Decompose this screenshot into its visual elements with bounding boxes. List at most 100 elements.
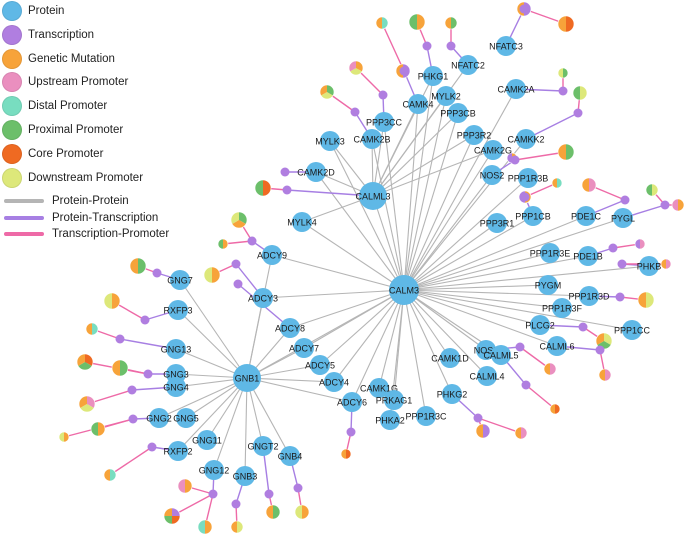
legend-label: Protein-Transcription (52, 212, 159, 224)
promoter-slice (178, 479, 185, 493)
legend-item-downstream-promoter: Downstream Promoter (0, 167, 143, 189)
protein-label: PPP1R3C (405, 412, 447, 422)
promoter-slice (580, 86, 587, 100)
promoter-outline (375, 16, 389, 30)
promoter-slice (198, 520, 205, 534)
protein-circle (359, 182, 387, 210)
transcription-node (147, 442, 157, 452)
promoter-slice (80, 404, 94, 412)
protein-circle (168, 300, 188, 320)
promoter-node (375, 16, 389, 30)
protein-circle (538, 275, 558, 295)
protein-circle (622, 320, 642, 340)
protein-circle (389, 275, 419, 305)
legend-item-genetic-mutation: Genetic Mutation (0, 48, 115, 70)
promoter-outline (78, 395, 96, 413)
promoter-outline (408, 13, 426, 31)
protein-label: ADCY8 (275, 324, 305, 334)
promoter-slice (78, 362, 92, 370)
promoter-slice (120, 360, 128, 376)
promoter-slice (451, 17, 457, 29)
protein-label: CAMK4 (402, 100, 433, 110)
protein-label: MYLK2 (431, 92, 461, 102)
promoter-outline (85, 322, 99, 336)
protein-node-adcy7: ADCY7 (289, 338, 319, 358)
promoter-slice (589, 178, 596, 192)
promoter-node (660, 258, 672, 270)
protein-node-camk1d: CAMK1D (431, 348, 469, 368)
protein-label: CAMK2D (297, 168, 335, 178)
transcription-node (578, 322, 588, 332)
protein-circle (552, 298, 572, 318)
protein-node-ppp1r3f: PPP1R3F (542, 298, 583, 318)
edge-GNB1-RXFP2 (177, 377, 248, 452)
legend-line (4, 199, 44, 203)
promoter-slice (558, 68, 563, 78)
transcription-node (620, 195, 630, 205)
transcription-node (422, 41, 432, 51)
promoter-node (76, 353, 94, 371)
transcription-node (378, 90, 388, 100)
promoter-slice (172, 516, 180, 524)
edge-CALM3-PDE1B (403, 255, 589, 291)
protein-node-calml4: CALML4 (469, 366, 505, 386)
edge-CALM3-PLCG2 (403, 289, 541, 326)
edge-CALM3-PDE1C (403, 215, 587, 291)
transcription-node (127, 385, 137, 395)
promoter-node (408, 13, 426, 31)
promoter-outline (230, 211, 248, 229)
legend-label: Transcription (28, 29, 95, 41)
protein-label: GNG7 (167, 276, 193, 286)
protein-label: GNB1 (235, 374, 260, 384)
promoter-node (294, 504, 310, 520)
protein-node-ppp3r2: PPP3R2 (457, 125, 492, 145)
legend-swatch (2, 25, 22, 45)
promoter-slice (59, 432, 64, 442)
promoter-slice (566, 144, 574, 160)
promoter-slice (223, 239, 228, 249)
promoter-outline (660, 258, 672, 270)
promoter-nodes (58, 1, 685, 535)
protein-circle (342, 392, 362, 412)
promoter-slice (263, 180, 271, 196)
edge-CALM3-MYLK2 (403, 95, 447, 291)
transcription-node (399, 66, 409, 76)
protein-circle (578, 246, 598, 266)
edge-CALM3-CAMK4 (403, 103, 419, 291)
edge-CALM3-ADCY3 (262, 289, 405, 299)
transcription-node (233, 279, 243, 289)
promoter-outline (637, 291, 655, 309)
promoter-node (254, 179, 272, 197)
promoter-node (197, 519, 213, 535)
protein-circle (170, 270, 190, 290)
edge-CALM3-PPP1R3B (403, 177, 529, 291)
promoter-outline (203, 266, 221, 284)
promoter-slice (205, 520, 212, 534)
protein-label: PHKB (637, 262, 662, 272)
promoter-outline (581, 177, 597, 193)
promoter-slice (231, 521, 237, 533)
protein-circle (440, 348, 460, 368)
legend-swatch (2, 49, 22, 69)
protein-node-ppp3cc: PPP3CC (366, 112, 403, 132)
promoter-node (85, 322, 99, 336)
protein-label: NFATC2 (451, 61, 485, 71)
promoter-node (572, 85, 588, 101)
legend-label: Upstream Promoter (28, 76, 129, 88)
protein-label: CALML4 (469, 372, 504, 382)
edge-CALM3-MYLK4 (301, 221, 405, 291)
promoter-slice (558, 16, 566, 32)
protein-label: PPP3R2 (457, 131, 492, 141)
protein-node-phkb: PHKB (637, 256, 662, 276)
legend-label: Core Promoter (28, 148, 104, 160)
promoter-slice (566, 16, 574, 32)
legend-item-transcription: Transcription (0, 24, 94, 46)
promoter-outline (514, 426, 528, 440)
promoter-slice (582, 178, 589, 192)
promoter-outline (90, 421, 106, 437)
protein-node-rxfp3: RXFP3 (163, 300, 193, 320)
protein-label: CALML6 (539, 342, 574, 352)
promoter-slice (112, 360, 120, 376)
protein-label: ADCY7 (289, 344, 319, 354)
edge-CALM3-CAMK2B (371, 138, 405, 291)
